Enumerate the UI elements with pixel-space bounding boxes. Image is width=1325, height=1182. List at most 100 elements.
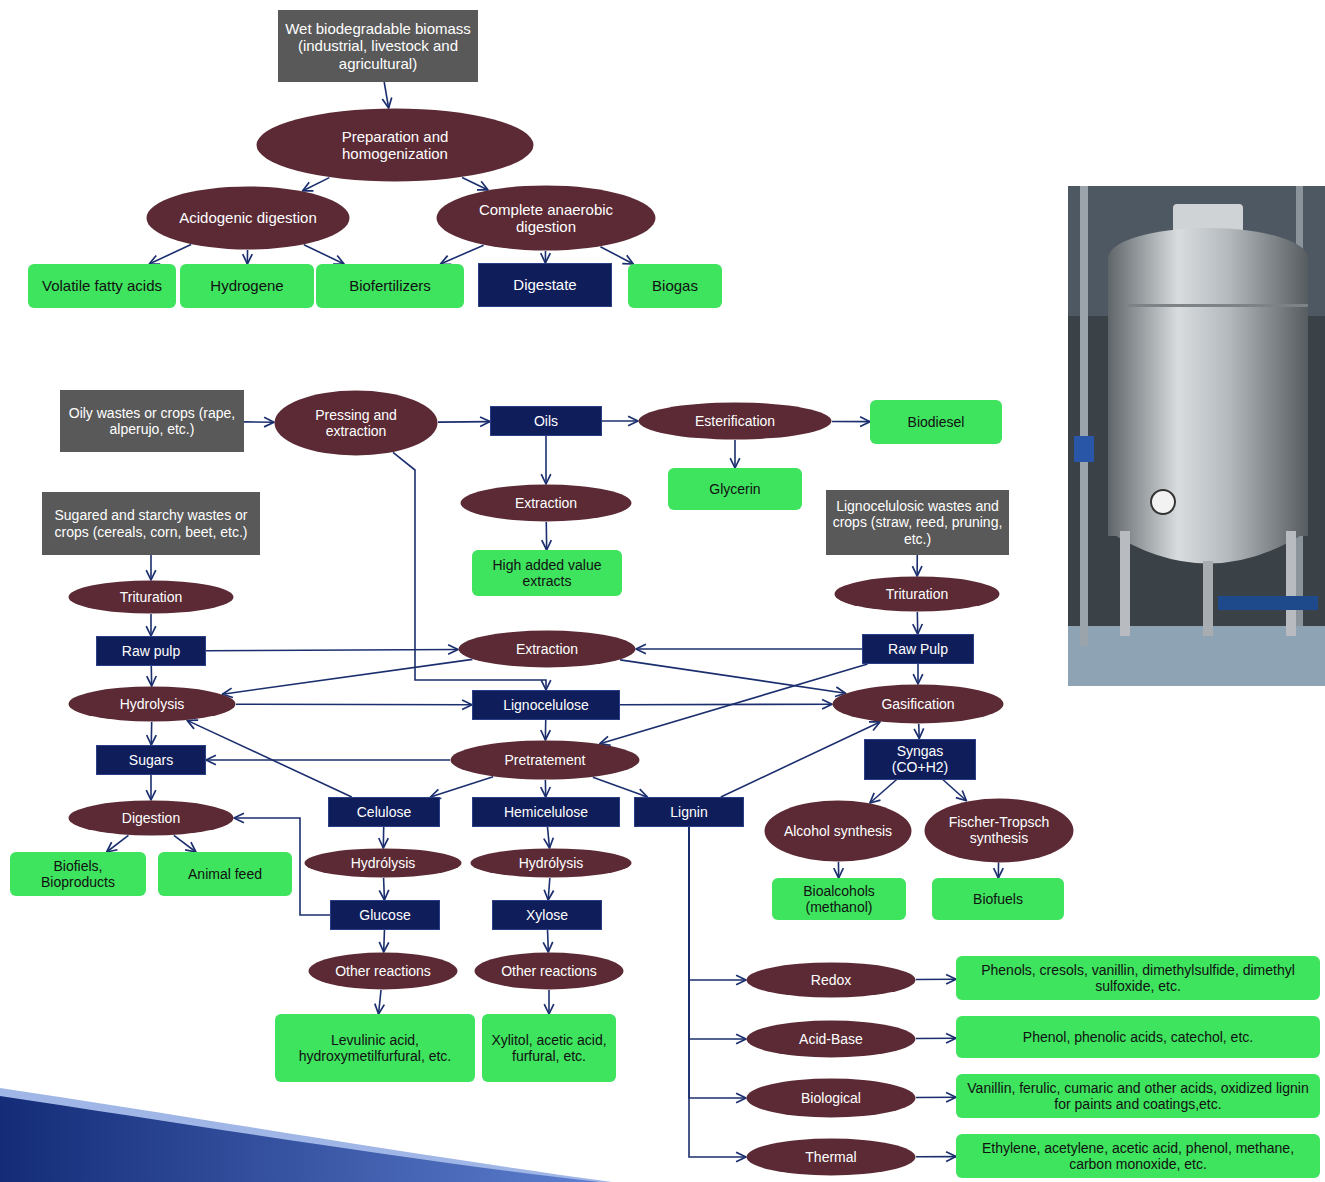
corner-swoosh: [0, 1078, 620, 1182]
process-ellipse: Hydrolysis: [68, 686, 236, 722]
source-box: Wet biodegradable biomass (industrial, l…: [278, 10, 478, 82]
node-text: Biofiels, Bioproducts: [16, 858, 140, 890]
arrow-head: [243, 254, 253, 264]
arrow-head: [914, 728, 924, 738]
arrow-head: [913, 624, 923, 634]
flow-arrow: [689, 827, 746, 1044]
label-wrap: Hydrolysis: [120, 696, 185, 712]
tank-leg: [1203, 561, 1213, 636]
node-text: Lignin: [670, 804, 707, 820]
product-box: Xylitol, acetic acid, furfural, etc.: [482, 1014, 616, 1082]
node-text: Preparation and homogenization: [292, 128, 498, 163]
arrow-line: [600, 247, 633, 264]
arrow-head: [544, 838, 554, 848]
flow-arrow: [689, 827, 746, 985]
source-box: Lignocelulosic wastes and crops (straw, …: [826, 490, 1009, 555]
flow-arrow: [916, 1152, 956, 1162]
label-wrap: Hemicelulose: [504, 804, 588, 820]
label-wrap: Other reactions: [335, 963, 431, 979]
arrow-head: [822, 699, 832, 709]
ellipse-fill: [275, 391, 438, 456]
product-box: Biofertilizers: [316, 264, 464, 308]
flow-arrow: [379, 930, 389, 952]
flow-arrow: [541, 780, 551, 797]
arrow-line: [734, 440, 736, 468]
label-wrap: Levulinic acid, hydroxymetilfurfural, et…: [281, 1032, 469, 1064]
arrow-line: [107, 835, 129, 852]
node-text: Biofuels: [973, 891, 1023, 907]
node-text: Other reactions: [335, 963, 431, 979]
arrow-line: [689, 827, 746, 1098]
node-text: Xylose: [526, 907, 568, 923]
label-wrap: Trituration: [886, 586, 949, 602]
arrow-head: [912, 566, 922, 576]
swoosh-band: [0, 1096, 600, 1182]
flow-arrow: [916, 974, 956, 984]
node-text: Animal feed: [188, 866, 262, 882]
arrow-head: [869, 722, 880, 731]
arrow-head: [462, 700, 472, 710]
node-text: Pressing and extraction: [296, 407, 417, 439]
node-text: Hydrólysis: [519, 855, 584, 871]
process-ellipse: Other reactions: [308, 952, 458, 990]
arrow-line: [548, 990, 550, 1014]
arrow-line: [206, 649, 458, 650]
node-text: Celulose: [357, 804, 411, 820]
product-box: Phenol, phenolic acids, catechol, etc.: [956, 1016, 1320, 1058]
flow-arrow: [462, 177, 488, 190]
arrow-head: [870, 793, 881, 803]
arrow-head: [542, 540, 552, 550]
intermediate-box: Lignin: [634, 797, 744, 827]
arrow-head: [379, 838, 389, 848]
flow-arrow: [730, 440, 740, 468]
product-box: Vanillin, ferulic, cumaric and other aci…: [956, 1074, 1320, 1118]
arrow-line: [689, 827, 746, 1157]
label-wrap: Digestion: [122, 810, 180, 826]
swoosh-highlight: [0, 1088, 612, 1182]
flow-arrow: [302, 178, 329, 191]
flow-arrow: [689, 827, 746, 1103]
ellipse-fill: [69, 687, 236, 722]
arrow-line: [943, 780, 967, 801]
flow-arrow: [379, 827, 389, 848]
label-wrap: Syngas (CO+H2): [870, 743, 970, 775]
node-text: Sugared and starchy wastes or crops (cer…: [48, 507, 254, 539]
flow-arrow: [721, 722, 880, 797]
process-ellipse: Extraction: [460, 484, 632, 522]
flow-arrow: [913, 612, 923, 634]
node-text: Raw pulp: [122, 643, 180, 659]
arrow-line: [440, 245, 483, 264]
arrow-head: [146, 626, 156, 636]
product-box: Hydrogene: [180, 264, 314, 308]
arrow-line: [174, 835, 196, 852]
arrow-line: [620, 703, 832, 705]
flow-arrow: [174, 835, 196, 852]
ellipse-fill: [925, 798, 1074, 862]
product-box: Animal feed: [158, 852, 292, 896]
flow-arrow: [544, 878, 554, 900]
label-wrap: Oily wastes or crops (rape, alperujo, et…: [66, 405, 238, 437]
node-text: Trituration: [120, 589, 183, 605]
arrow-line: [689, 827, 746, 1039]
tank-seam: [1128, 304, 1308, 307]
node-text: Volatile fatty acids: [42, 277, 162, 294]
ellipse-fill: [747, 1021, 916, 1058]
node-text: Esterification: [695, 413, 775, 429]
node-text: Syngas (CO+H2): [870, 743, 970, 775]
product-box: Volatile fatty acids: [28, 264, 176, 308]
label-wrap: Oils: [534, 413, 558, 429]
flow-arrow: [541, 251, 551, 263]
flow-arrow: [620, 660, 845, 697]
ellipse-fill: [461, 485, 632, 522]
node-text: Extraction: [516, 641, 578, 657]
label-wrap: Animal feed: [188, 866, 262, 882]
flow-arrow: [870, 780, 897, 804]
node-text: Trituration: [886, 586, 949, 602]
node-text: Pretratement: [505, 752, 586, 768]
ellipse-fill: [437, 186, 656, 251]
product-box: Biodiesel: [870, 400, 1002, 444]
node-text: Xylitol, acetic acid, furfural, etc.: [488, 1032, 610, 1064]
node-text: Phenol, phenolic acids, catechol, etc.: [1023, 1029, 1253, 1045]
arrow-head: [730, 458, 740, 468]
source-box: Sugared and starchy wastes or crops (cer…: [42, 492, 260, 555]
